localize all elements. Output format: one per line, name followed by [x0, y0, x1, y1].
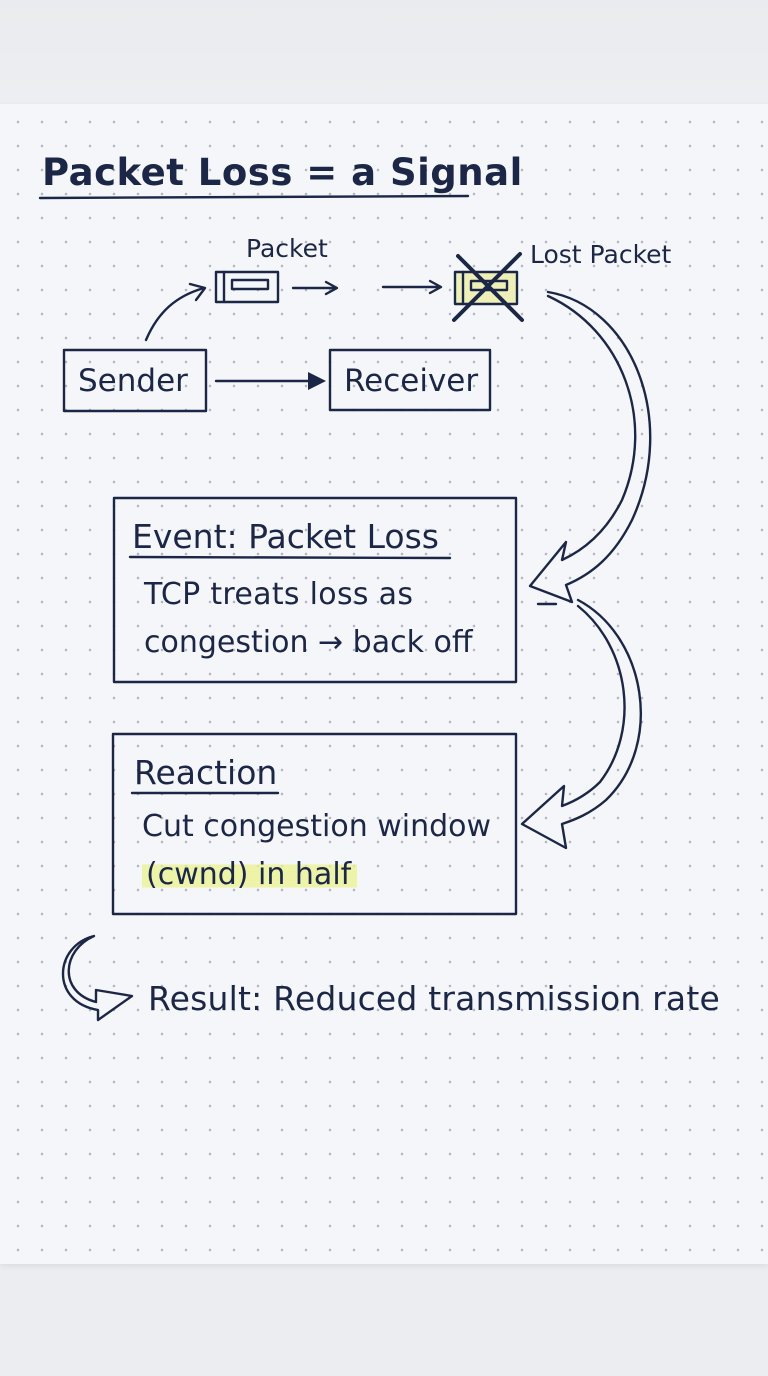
- event-to-reaction-arrow: [520, 598, 643, 850]
- receiver-box: [328, 348, 492, 412]
- reaction-title: Reaction: [134, 753, 278, 792]
- sender-label: Sender: [78, 363, 188, 399]
- sender-box: [62, 348, 208, 413]
- cross-out-x-icon: [452, 252, 524, 322]
- reaction-highlighted-text: (cwnd) in half: [142, 860, 358, 890]
- packet-travel-arrow-1: [291, 280, 339, 296]
- event-title-underline: [128, 555, 452, 560]
- event-title: Event: Packet Loss: [132, 517, 439, 556]
- packet-travel-arrow-2: [381, 279, 443, 295]
- packet-envelope-icon: [214, 270, 280, 304]
- page-title: Packet Loss = a Signal: [42, 151, 523, 194]
- event-box: [112, 496, 518, 684]
- packet-label: Packet: [246, 234, 328, 263]
- event-text-line-1: TCP treats loss as: [144, 577, 414, 612]
- title-underline: [38, 194, 470, 200]
- loss-to-event-arrow: [528, 290, 652, 604]
- reaction-box: [111, 732, 518, 916]
- dotted-paper-sheet: [0, 104, 768, 1264]
- event-text-line-2: congestion → back off: [144, 625, 473, 660]
- lost-packet-envelope-icon: [453, 270, 519, 306]
- reaction-text-line-1: Cut congestion window: [142, 809, 492, 844]
- result-label: Result: Reduced transmission rate: [148, 979, 720, 1018]
- sender-to-packet-arrow: [144, 286, 206, 342]
- receiver-label: Receiver: [344, 363, 479, 399]
- sender-to-packet-arrowhead: [188, 282, 207, 302]
- lost-packet-label: Lost Packet: [530, 240, 672, 269]
- result-curved-arrow-icon: [61, 934, 134, 1022]
